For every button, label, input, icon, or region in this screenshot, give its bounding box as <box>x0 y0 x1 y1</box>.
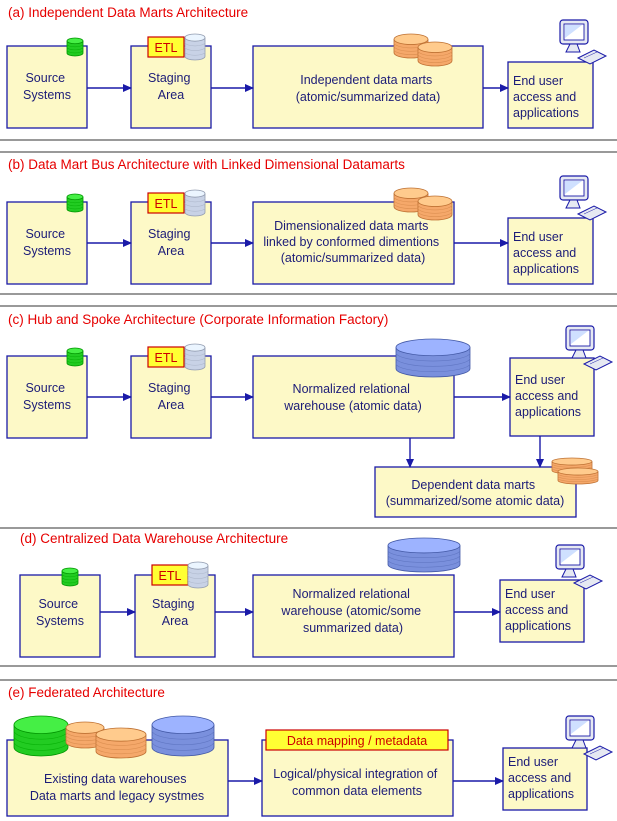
database-icon <box>65 721 105 749</box>
database-icon <box>187 561 209 589</box>
logical-integration-box <box>261 739 454 817</box>
staging-area-label: Staging Area <box>148 381 194 412</box>
computer-icon <box>559 19 608 65</box>
staging-area-label: Staging Area <box>148 227 194 258</box>
normalized-warehouse-label: Normalized relational warehouse (atomic/… <box>280 587 424 635</box>
section-e: (e) Federated Architecture Existing data… <box>6 685 614 817</box>
section-title: (c) Hub and Spoke Architecture (Corporat… <box>8 312 388 327</box>
end-user-box <box>509 357 595 437</box>
section-a: (a) Independent Data Marts Architecture … <box>6 5 608 129</box>
database-icon <box>13 715 69 757</box>
end-user-box <box>507 61 594 129</box>
source-systems-label: Source Systems <box>36 597 84 628</box>
end-user-box <box>507 217 594 285</box>
end-user-label: End user access and applications <box>505 587 572 633</box>
section-title: (d) Centralized Data Warehouse Architect… <box>20 531 288 546</box>
logical-integration-label: Logical/physical integration of common d… <box>273 767 440 798</box>
section-title: (e) Federated Architecture <box>8 685 165 700</box>
section-b: (b) Data Mart Bus Architecture with Link… <box>6 157 608 285</box>
source-systems-label: Source Systems <box>23 71 71 102</box>
end-user-box <box>502 747 588 811</box>
independent-data-marts-label: Independent data marts (atomic/summarize… <box>296 73 441 104</box>
etl-label-box <box>147 192 185 214</box>
normalized-warehouse-label: Normalized relational warehouse (atomic … <box>283 382 422 413</box>
database-icon <box>66 193 84 213</box>
database-icon <box>417 195 453 221</box>
etl-label: ETL <box>155 197 178 211</box>
section-c: (c) Hub and Spoke Architecture (Corporat… <box>6 312 614 518</box>
source-systems-box <box>6 45 88 129</box>
database-icon <box>95 727 147 759</box>
computer-icon <box>559 175 608 221</box>
source-systems-box <box>6 201 88 285</box>
computer-icon <box>565 325 614 371</box>
dependent-data-marts-box <box>374 466 577 518</box>
dependent-data-marts-label: Dependent data marts (summarized/some at… <box>386 478 565 508</box>
normalized-warehouse-box <box>252 574 455 658</box>
source-systems-box <box>6 355 88 439</box>
source-systems-label: Source Systems <box>23 227 71 258</box>
database-icon <box>184 189 206 217</box>
database-icon <box>61 567 79 587</box>
data-mapping-label: Data mapping / metadata <box>287 734 427 748</box>
staging-area-label: Staging Area <box>148 71 194 102</box>
etl-label: ETL <box>159 569 182 583</box>
end-user-label: End user access and applications <box>513 74 580 120</box>
section-title: (b) Data Mart Bus Architecture with Link… <box>8 157 405 172</box>
database-icon <box>387 537 461 573</box>
database-icon <box>417 41 453 67</box>
etl-label-box <box>147 346 185 368</box>
database-icon <box>66 347 84 367</box>
staging-area-label: Staging Area <box>152 597 198 628</box>
end-user-label: End user access and applications <box>508 755 575 801</box>
etl-label: ETL <box>155 41 178 55</box>
end-user-label: End user access and applications <box>513 230 580 276</box>
source-systems-label: Source Systems <box>23 381 71 412</box>
section-d: (d) Centralized Data Warehouse Architect… <box>19 531 604 658</box>
section-title: (a) Independent Data Marts Architecture <box>8 5 248 20</box>
database-icon <box>66 37 84 57</box>
staging-area-box <box>130 201 212 285</box>
etl-label-box <box>147 36 185 58</box>
existing-data-warehouses-label: Existing data warehouses Data marts and … <box>30 772 204 803</box>
database-icon <box>184 343 206 371</box>
end-user-label: End user access and applications <box>515 373 582 419</box>
database-icon <box>184 33 206 61</box>
data-mapping-label-box <box>265 729 449 751</box>
database-icon <box>557 467 599 485</box>
computer-icon <box>565 715 614 761</box>
database-icon <box>395 338 471 378</box>
database-icon <box>393 33 429 59</box>
computer-icon <box>555 544 604 590</box>
end-user-box <box>499 579 585 643</box>
source-systems-box <box>19 574 101 658</box>
etl-label: ETL <box>155 351 178 365</box>
database-icon <box>151 715 215 757</box>
dimensionalized-data-marts-label: Dimensionalized data marts linked by con… <box>263 219 442 265</box>
